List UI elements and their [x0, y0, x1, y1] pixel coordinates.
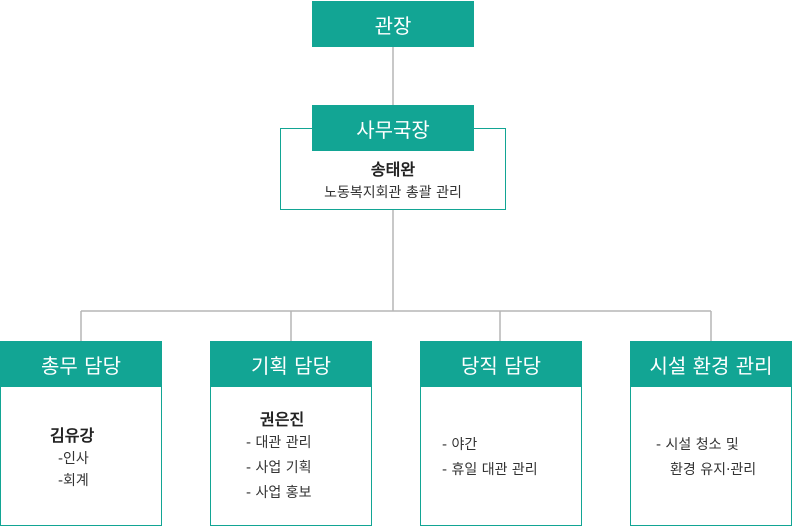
- dept-title-box-night-duty: 당직 담당: [420, 341, 582, 387]
- dept-duty-item: 환경 유지·관리: [670, 462, 757, 478]
- dept-duty-item: -인사: [58, 451, 89, 467]
- secretary-general-info: 송태완 노동복지회관 총괄 관리: [280, 158, 506, 204]
- dept-title-box-general-affairs: 총무 담당: [0, 341, 162, 387]
- dept-panel-facilities: [630, 366, 792, 526]
- dept-panel-planning: [210, 366, 372, 526]
- dept-duty-item: - 사업 홍보: [246, 485, 312, 501]
- secretary-general-title: 사무국장: [356, 117, 430, 142]
- dept-duty-item: - 휴일 대관 관리: [442, 462, 538, 478]
- director-title-box: 관장: [312, 1, 474, 47]
- dept-info-general-affairs: 김유강 -인사 -회계: [50, 424, 94, 492]
- dept-staff-name: 김유강: [50, 426, 95, 445]
- dept-panel-general-affairs: [0, 366, 162, 526]
- dept-title: 기획 담당: [251, 353, 331, 378]
- dept-duty-item: - 야간: [442, 437, 478, 453]
- director-title: 관장: [374, 13, 412, 38]
- dept-duty-item: -회계: [58, 473, 89, 489]
- secretary-general-title-box: 사무국장: [312, 105, 474, 151]
- dept-title-box-planning: 기획 담당: [210, 341, 372, 387]
- secretary-general-name: 송태완: [370, 160, 416, 179]
- dept-duty-item: - 시설 청소 및: [656, 437, 739, 453]
- dept-info-night-duty: - 야간 - 휴일 대관 관리: [442, 434, 538, 481]
- dept-staff-name: 권은진: [260, 410, 305, 429]
- dept-title: 총무 담당: [41, 353, 121, 378]
- dept-info-planning: 권은진 - 대관 관리 - 사업 기획 - 사업 홍보: [246, 408, 311, 504]
- dept-info-facilities: - 시설 청소 및 환경 유지·관리: [656, 434, 756, 481]
- secretary-general-role: 노동복지회관 총괄 관리: [324, 185, 462, 201]
- dept-duty-item: - 대관 관리: [246, 435, 312, 451]
- dept-title: 시설 환경 관리: [649, 353, 773, 378]
- dept-title-box-facilities: 시설 환경 관리: [630, 341, 792, 387]
- dept-duty-item: - 사업 기획: [246, 460, 312, 476]
- dept-title: 당직 담당: [461, 353, 541, 378]
